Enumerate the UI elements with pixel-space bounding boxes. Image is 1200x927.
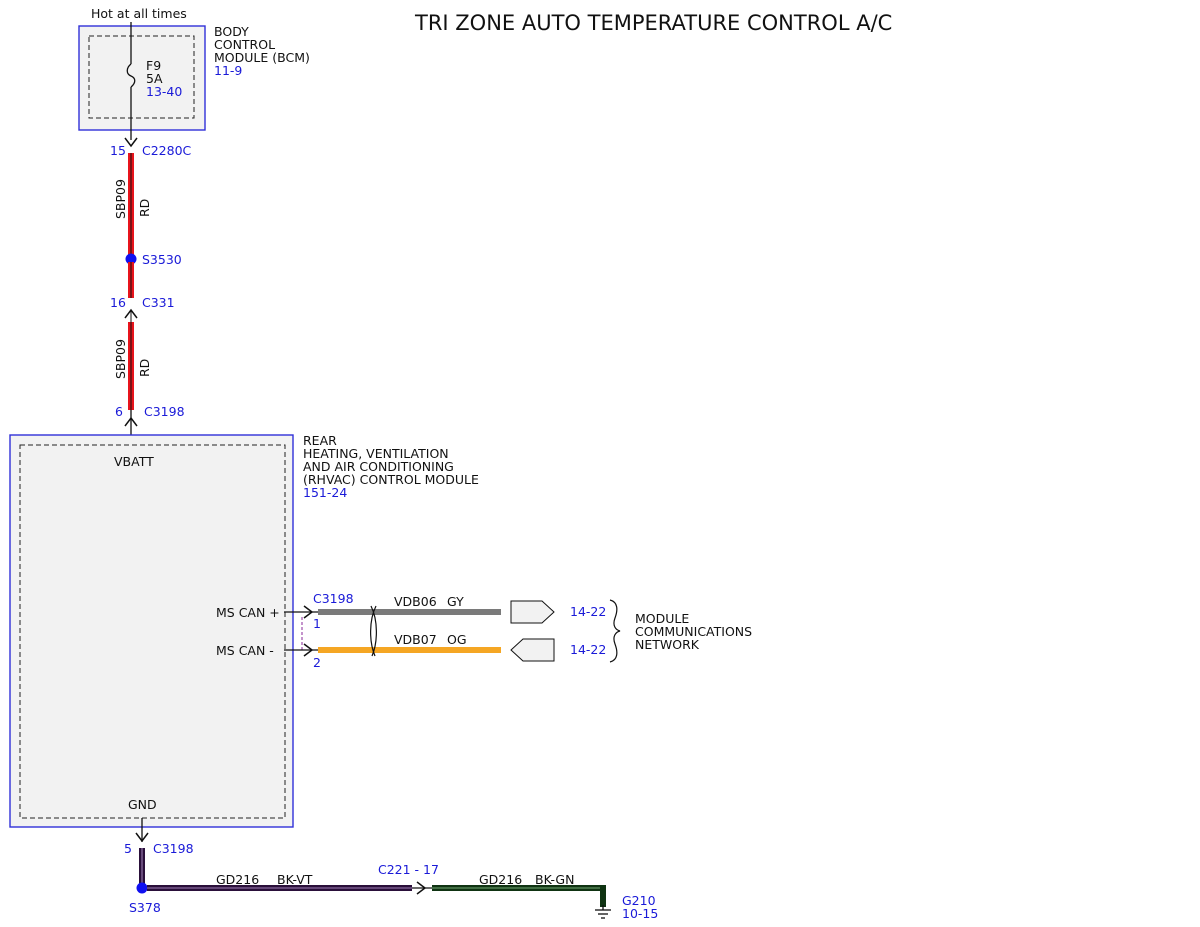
c3198-can-pin-minus: 2	[313, 655, 321, 670]
network-label-line-1: MODULE	[635, 611, 689, 626]
wire-sbp09-upper-circuit: SBP09	[113, 179, 128, 219]
c221-label[interactable]: C221 - 17	[378, 862, 439, 877]
c3198-can-pin-plus: 1	[313, 616, 321, 631]
g210-page-ref[interactable]: 10-15	[622, 906, 658, 921]
splice-s378[interactable]	[136, 882, 148, 894]
c2280c-pin: 15	[110, 143, 126, 158]
network-label-line-3: NETWORK	[635, 637, 700, 652]
c3198-power-name[interactable]: C3198	[144, 404, 185, 419]
c3198-power-pin: 6	[115, 404, 123, 419]
splice-s3530[interactable]	[125, 253, 137, 265]
c331-name[interactable]: C331	[142, 295, 175, 310]
rhvac-can-plus-label: MS CAN +	[216, 605, 280, 620]
power-source-label: Hot at all times	[91, 6, 187, 21]
wire-sbp09-lower-circuit: SBP09	[113, 339, 128, 379]
rhvac-name-line-2: HEATING, VENTILATION	[303, 446, 449, 461]
can-minus-page-ref[interactable]: 14-22	[570, 642, 606, 657]
rhvac-name-line-4: (RHVAC) CONTROL MODULE	[303, 472, 479, 487]
c2280c-connector-icon[interactable]	[124, 137, 138, 148]
rhvac-module[interactable]	[9, 434, 294, 828]
wire-gd216-bkvt-circuit: GD216	[216, 872, 259, 887]
fuse-symbol[interactable]	[126, 63, 136, 88]
rhvac-inner-dashed	[19, 444, 286, 819]
wire-gd216-bkgn-circuit: GD216	[479, 872, 522, 887]
rhvac-name-line-3: AND AIR CONDITIONING	[303, 459, 454, 474]
c2280c-name[interactable]: C2280C	[142, 143, 192, 158]
can-minus-connector-icon[interactable]	[303, 643, 314, 657]
rhvac-page-ref[interactable]: 151-24	[303, 485, 347, 500]
c221-connector-icon[interactable]	[416, 881, 427, 895]
wire-vdb07[interactable]	[318, 647, 501, 653]
fuse-page-ref[interactable]: 13-40	[146, 84, 182, 99]
network-label-line-2: COMMUNICATIONS	[635, 624, 752, 639]
c3198-gnd-connector-icon[interactable]	[135, 832, 149, 843]
wire-vdb06-circuit: VDB06	[394, 594, 437, 609]
wire-gd216-bkgn-color: BK-GN	[535, 872, 574, 887]
twisted-pair-icon	[370, 605, 377, 657]
bcm-name-line-2: CONTROL	[214, 37, 275, 52]
wire-vdb07-color: OG	[447, 632, 467, 647]
splice-s378-label[interactable]: S378	[129, 900, 161, 915]
rhvac-can-minus-label: MS CAN -	[216, 643, 274, 658]
wire-sbp09-upper-color: RD	[137, 199, 152, 217]
diagram-title: TRI ZONE AUTO TEMPERATURE CONTROL A/C	[414, 11, 892, 35]
g210-name[interactable]: G210	[622, 893, 656, 908]
bcm-name-line-1: BODY	[214, 24, 249, 39]
c331-pin: 16	[110, 295, 126, 310]
rhvac-name-line-1: REAR	[303, 433, 337, 448]
rhvac-vbatt-label: VBATT	[114, 454, 154, 469]
rhvac-outline	[9, 434, 294, 828]
bcm-module[interactable]	[78, 25, 206, 131]
fuse-rating: 5A	[146, 71, 163, 86]
bcm-inner-dashed	[88, 35, 195, 119]
c3198-can-name[interactable]: C3198	[313, 591, 354, 606]
can-plus-page-ref[interactable]: 14-22	[570, 604, 606, 619]
wire-vdb06[interactable]	[318, 609, 501, 615]
bcm-name-line-3: MODULE (BCM)	[214, 50, 310, 65]
wire-gd216-bkvt-color: BK-VT	[277, 872, 313, 887]
c3198-gnd-pin: 5	[124, 841, 132, 856]
bcm-page-ref[interactable]: 11-9	[214, 63, 242, 78]
network-brace-icon	[609, 599, 621, 663]
wire-gd216-bkgn-drop	[600, 885, 606, 907]
c3198-gnd-name[interactable]: C3198	[153, 841, 194, 856]
rhvac-gnd-label: GND	[128, 797, 157, 812]
wire-vdb06-color: GY	[447, 594, 464, 609]
fuse-id: F9	[146, 58, 161, 73]
wire-vdb07-circuit: VDB07	[394, 632, 437, 647]
splice-s3530-label[interactable]: S3530	[142, 252, 182, 267]
can-plus-connector-icon[interactable]	[303, 605, 314, 619]
bcm-outline	[78, 25, 206, 131]
can-plus-network-connector[interactable]	[510, 600, 555, 624]
wire-sbp09-lower-color: RD	[137, 359, 152, 377]
can-minus-network-connector[interactable]	[510, 638, 555, 662]
ground-icon[interactable]	[595, 909, 611, 919]
